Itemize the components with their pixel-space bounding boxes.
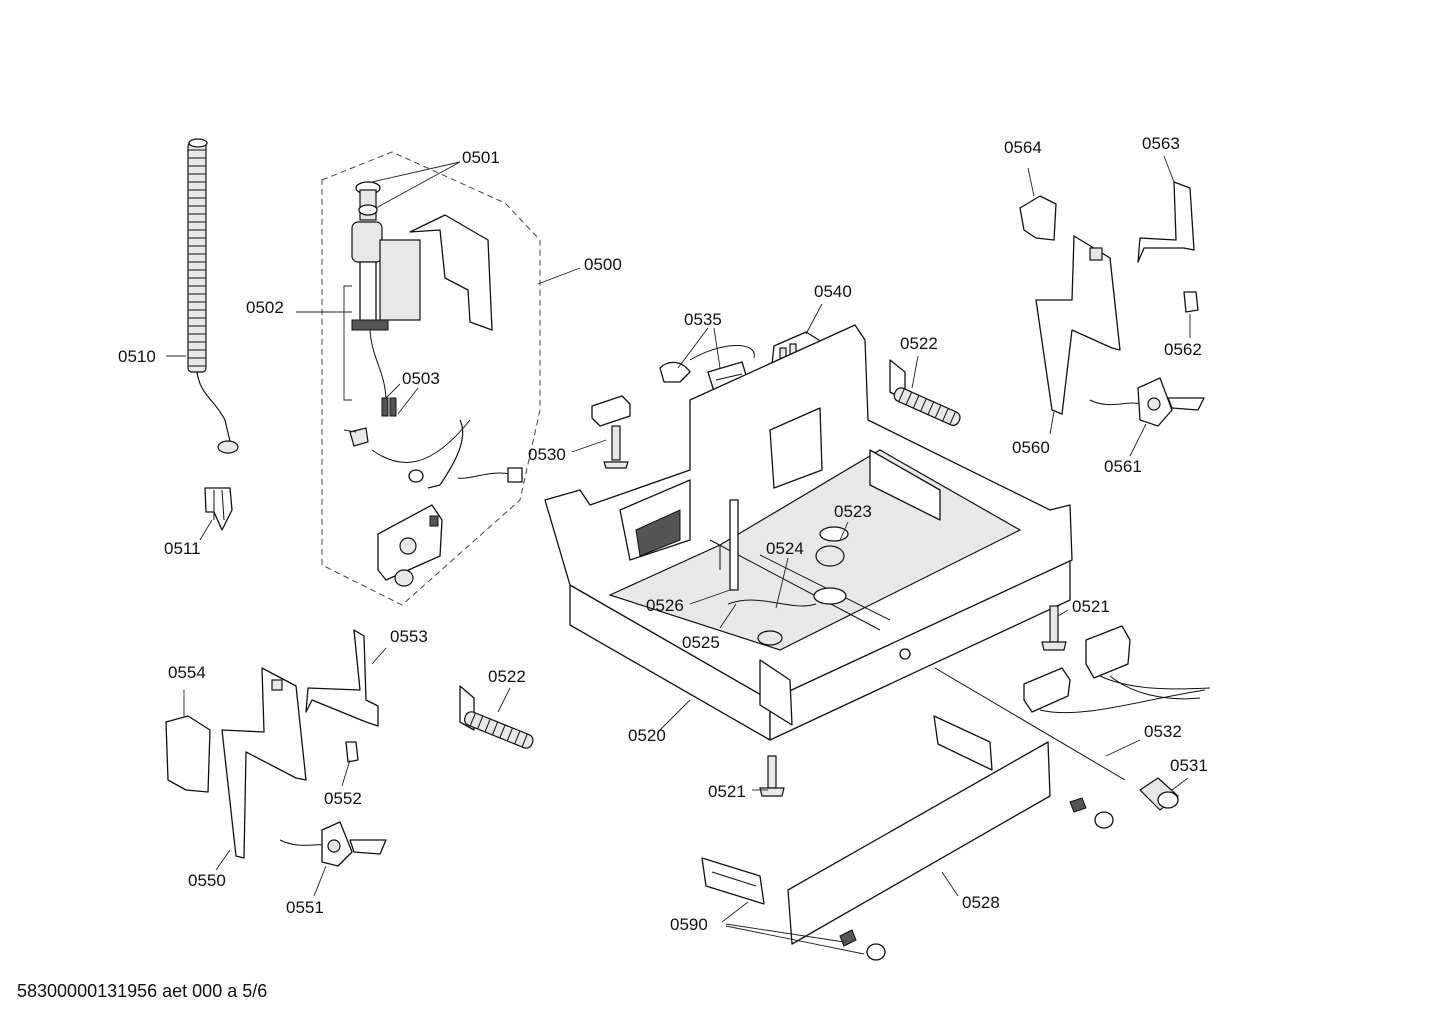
part-0563-bracket — [1137, 181, 1195, 263]
label-0553: 0553 — [390, 627, 428, 646]
label-0501: 0501 — [462, 148, 500, 167]
part-0554-cover — [165, 715, 211, 793]
label-0523: 0523 — [834, 502, 872, 521]
part-0502-valve — [351, 181, 493, 401]
part-0590-strip — [701, 857, 765, 905]
label-0552: 0552 — [324, 789, 362, 808]
part-0532-wiring — [934, 625, 1211, 781]
label-0511: 0511 — [164, 539, 201, 558]
group-0500-outline — [321, 151, 541, 606]
label-0530: 0530 — [528, 445, 566, 464]
label-0563: 0563 — [1142, 134, 1180, 153]
label-0524: 0524 — [766, 539, 804, 558]
label-0525: 0525 — [682, 633, 720, 652]
label-0590: 0590 — [670, 915, 708, 934]
label-0500: 0500 — [584, 255, 622, 274]
label-0520: 0520 — [628, 726, 666, 745]
part-0560-bracket — [1035, 235, 1121, 415]
label-0503: 0503 — [402, 369, 440, 388]
part-0531-knob — [1139, 777, 1179, 811]
label-0551: 0551 — [286, 898, 324, 917]
label-0561: 0561 — [1104, 457, 1142, 476]
label-0510: 0510 — [118, 347, 156, 366]
label-0531: 0531 — [1170, 756, 1208, 775]
label-0554: 0554 — [168, 663, 206, 682]
leader-lines — [166, 155, 1191, 955]
part-0522-spring-upper — [889, 359, 961, 426]
part-0553-bracket — [305, 629, 379, 727]
part-0511-clip — [204, 487, 233, 531]
label-0560: 0560 — [1012, 438, 1050, 457]
part-0510-hose — [187, 138, 239, 454]
label-0532: 0532 — [1144, 722, 1182, 741]
label-0535: 0535 — [684, 310, 722, 329]
part-0564-cover — [1019, 195, 1057, 241]
label-0526: 0526 — [646, 596, 684, 615]
part-0530-block — [591, 395, 631, 469]
label-0564: 0564 — [1004, 138, 1042, 157]
label-0522-upper: 0522 — [900, 334, 938, 353]
label-0521-right: 0521 — [1072, 597, 1110, 616]
part-0528-panel — [787, 715, 1114, 961]
part-0551-sensor — [279, 821, 387, 867]
label-0521-bottom: 0521 — [708, 782, 746, 801]
part-0552-clip — [345, 741, 359, 763]
part-0521-foot-right — [1041, 605, 1067, 651]
part-0561-sensor — [1089, 377, 1205, 427]
part-0550-bracket — [221, 667, 307, 859]
label-0502: 0502 — [246, 298, 284, 317]
label-0540: 0540 — [814, 282, 852, 301]
part-0522-spring-lower — [459, 685, 534, 749]
label-0550: 0550 — [188, 871, 226, 890]
part-0562-clip — [1183, 291, 1199, 313]
label-0562: 0562 — [1164, 340, 1202, 359]
part-flow-bracket — [377, 504, 443, 587]
label-0522-lower: 0522 — [488, 667, 526, 686]
label-0528: 0528 — [962, 893, 1000, 912]
footer-doc-id: 58300000131956 aet 000 a 5/6 — [17, 981, 267, 1001]
part-0503-connectors — [349, 397, 523, 489]
part-0520-base — [544, 324, 1073, 741]
